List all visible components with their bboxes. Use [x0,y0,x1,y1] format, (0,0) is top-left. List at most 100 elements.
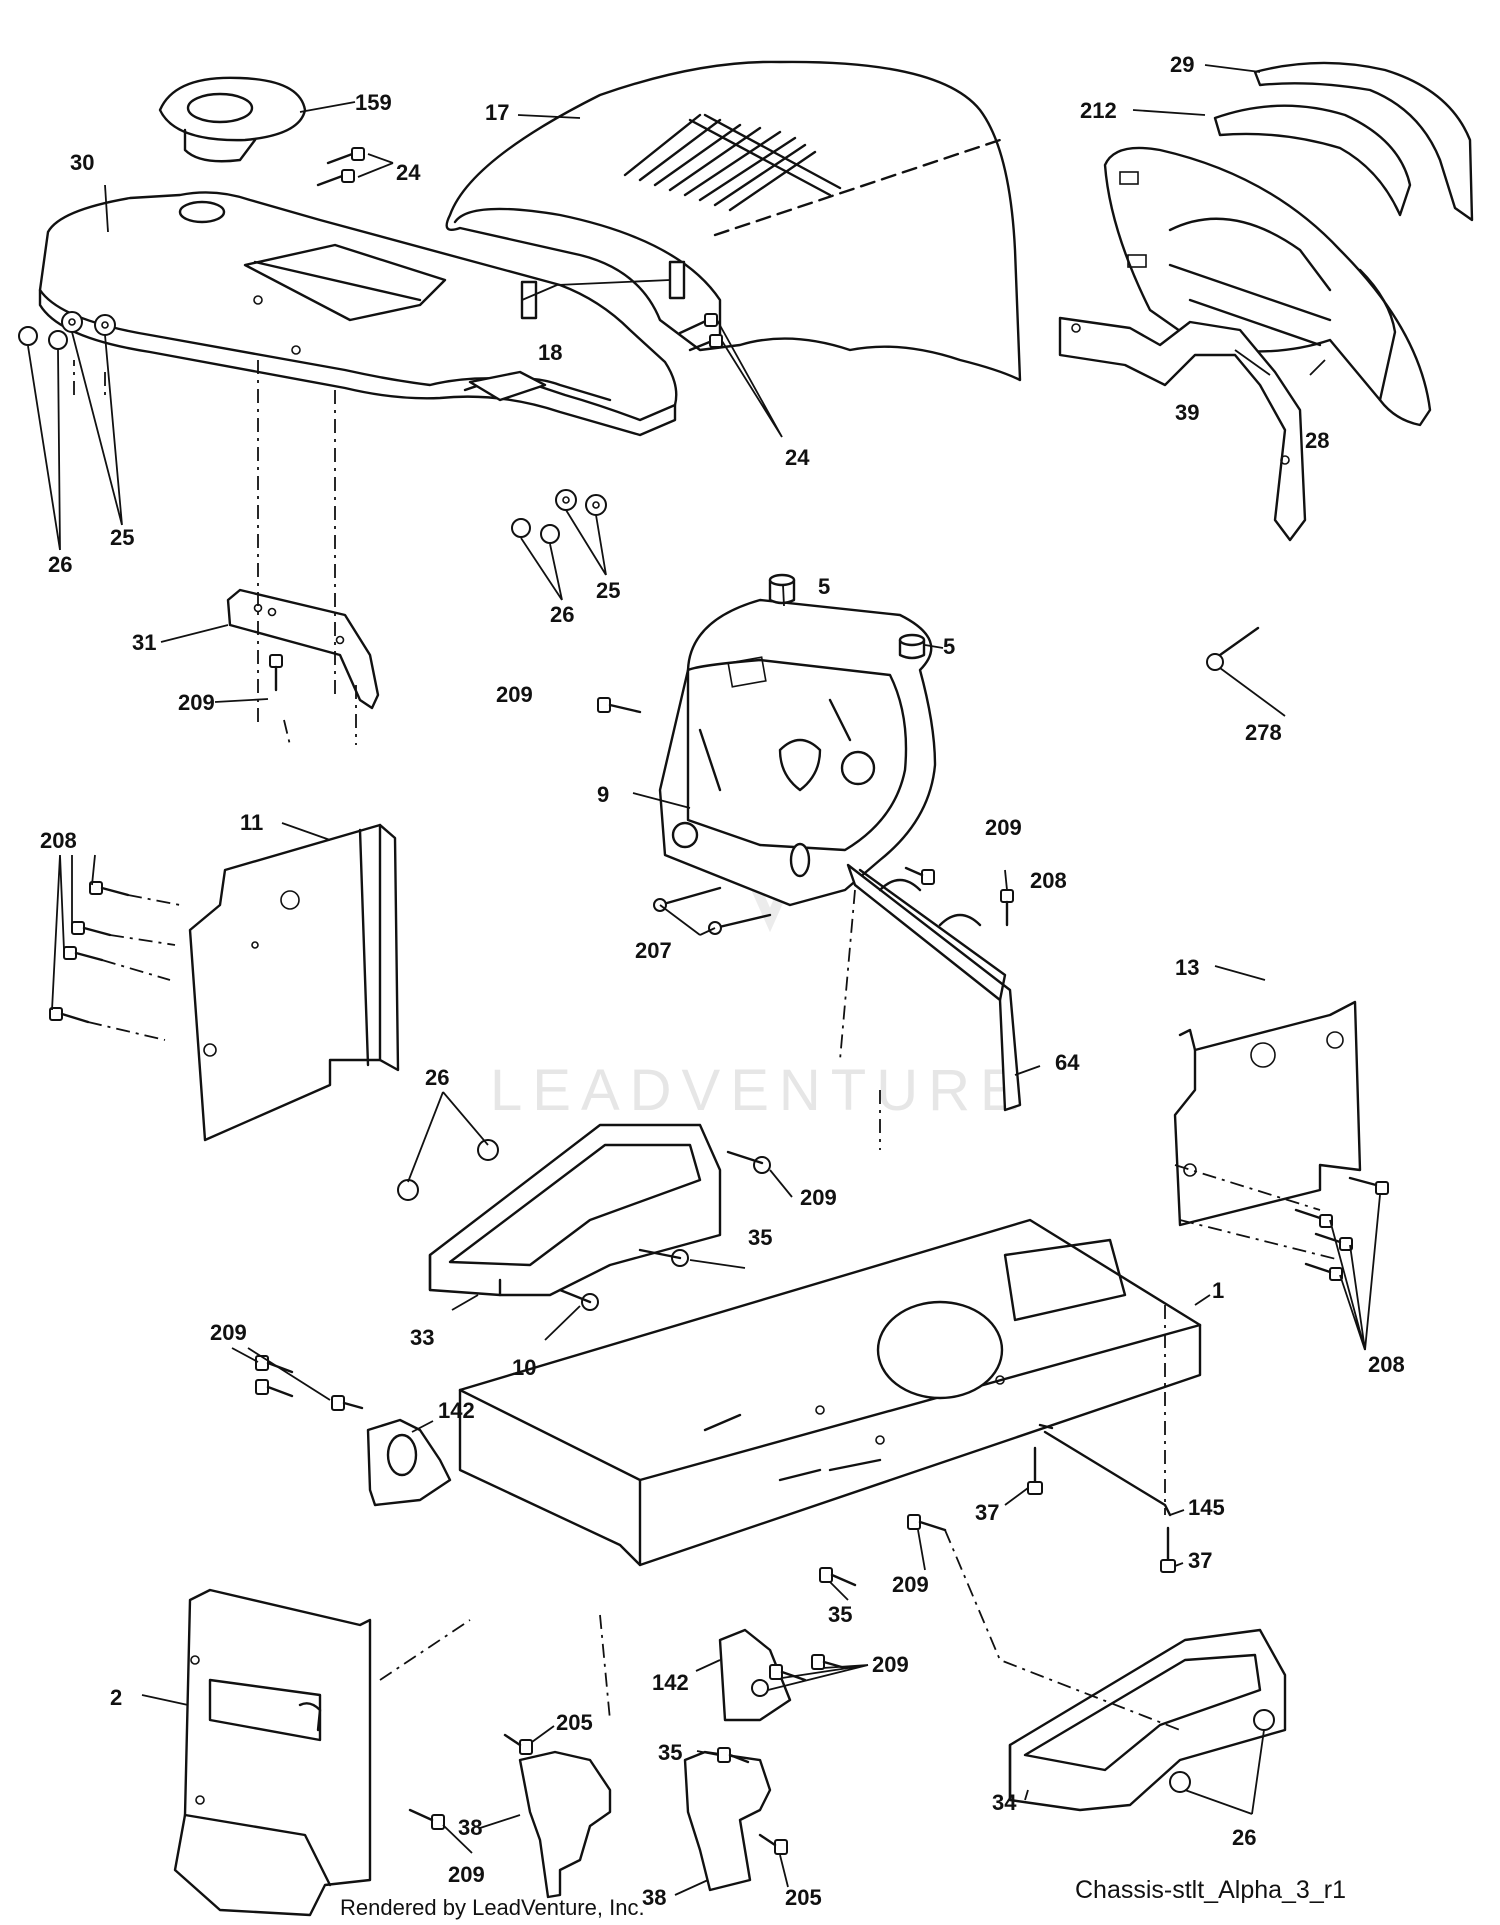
callout-25-right: 25 [596,578,620,603]
diagram-id: Chassis-stlt_Alpha_3_r1 [1075,1876,1346,1904]
part-11-left-side-plate [188,823,400,1142]
bolt-205-right [758,1833,788,1855]
callout-35-lower: 35 [658,1740,682,1765]
callout-26-right: 26 [550,602,574,627]
callouts: 159 17 29 212 30 24 18 28 39 24 26 25 26… [40,52,1405,1910]
callout-64: 64 [1055,1050,1080,1075]
callout-208-console: 208 [1030,868,1067,893]
callout-38-left: 38 [458,1815,482,1840]
bolt-37-upper [1027,1446,1043,1495]
part-2-front-plate [173,1588,372,1917]
callout-159: 159 [355,90,392,115]
callout-208-left: 208 [40,828,77,853]
part-64-console-bracket [846,863,1022,1112]
bolt-24-upper [326,147,365,165]
callout-209-front-plate: 209 [448,1862,485,1887]
callout-31: 31 [132,630,156,655]
bolt-208-console [1000,889,1014,927]
callout-209-front: 209 [210,1320,247,1345]
callout-1: 1 [1212,1278,1224,1303]
callout-278: 278 [1245,720,1282,745]
callout-37-lower: 37 [1188,1548,1212,1573]
assembly-lines [73,360,1341,1731]
callout-205-left: 205 [556,1710,593,1735]
callout-35-footrest: 35 [748,1225,772,1250]
bolt-35-frame [819,1567,857,1587]
callout-2: 2 [110,1685,122,1710]
callout-5-left: 5 [818,574,830,599]
part-17-hood [445,60,1022,382]
bolts-208-left [49,881,130,1024]
callout-24-upper: 24 [396,160,421,185]
callout-18: 18 [538,340,562,365]
part-29-grille-trim [1253,61,1474,222]
callout-26-footrest: 26 [425,1065,449,1090]
callout-38-right: 38 [642,1885,666,1910]
callout-9: 9 [597,782,609,807]
callout-33: 33 [410,1325,434,1350]
bolt-10-footrest [558,1288,599,1311]
bolt-209-dash-left [597,697,642,714]
callout-11: 11 [240,810,263,835]
callout-207: 207 [635,938,672,963]
part-38-bumper-brackets [518,1750,772,1899]
bolt-209-frame [907,1514,947,1532]
part-30-fender [38,191,678,437]
callout-208-right: 208 [1368,1352,1405,1377]
callout-209-dash-right: 209 [985,815,1022,840]
hardware [18,147,1389,1855]
part-33-left-footrest [428,1123,722,1297]
callout-209-right-front: 209 [872,1652,909,1677]
part-145-rod [1038,1423,1172,1517]
callout-28: 28 [1305,428,1329,453]
callout-205-right: 205 [785,1885,822,1910]
bolt-35-footrest [638,1248,689,1267]
leader-lines [27,64,1381,1896]
callout-26-lower: 26 [1232,1825,1256,1850]
callout-24-lower: 24 [785,445,810,470]
callout-209-dash-left: 209 [496,682,533,707]
part-9-dash-panel [658,598,937,907]
part-13-right-side-plate [1173,1000,1362,1227]
rendered-by-credit: Rendered by LeadVenture, Inc. [340,1895,645,1920]
bolt-24-upper-b [316,169,355,187]
watermark-text: LEADVENTURE [490,1058,1029,1123]
callout-13: 13 [1175,955,1199,980]
callout-212: 212 [1080,98,1117,123]
callout-26-left: 26 [48,552,72,577]
part-142-axle-brackets [366,1418,792,1722]
callout-37-upper: 37 [975,1500,999,1525]
hood-vents [623,113,842,212]
callout-25-left: 25 [110,525,134,550]
part-39-grille-bracket [1058,316,1307,542]
bolt-209-footrest [726,1150,771,1174]
watermark: LEADVENTURE [490,827,1029,1123]
callout-29: 29 [1170,52,1194,77]
bolts-208-right [1294,1176,1389,1281]
callout-142-lower: 142 [652,1670,689,1695]
callout-34: 34 [992,1790,1017,1815]
bolt-209-fender-bracket [269,654,283,692]
callout-5-right: 5 [943,634,955,659]
part-34-right-footrest [1008,1628,1287,1812]
bolt-209-front-plate [408,1808,445,1830]
bolts-207 [653,886,772,935]
part-1-main-frame [458,1218,1202,1567]
callout-209-footrest: 209 [800,1185,837,1210]
screw-278 [1206,626,1260,671]
part-31-fender-bracket [226,588,380,710]
part-28-grille [1103,146,1432,427]
bolts-209-right-front [751,1654,847,1697]
callout-17: 17 [485,100,509,125]
part-212-grille-insert [1213,104,1412,217]
callout-35-frame: 35 [828,1602,852,1627]
callout-30: 30 [70,150,94,175]
callout-142-upper: 142 [438,1398,475,1423]
callout-145: 145 [1188,1495,1225,1520]
bolt-205-left [503,1733,533,1755]
bolt-37-lower [1160,1526,1176,1573]
callout-209-frame: 209 [892,1572,929,1597]
bolt-209-dash-right [904,866,935,885]
callout-209-fender: 209 [178,690,215,715]
